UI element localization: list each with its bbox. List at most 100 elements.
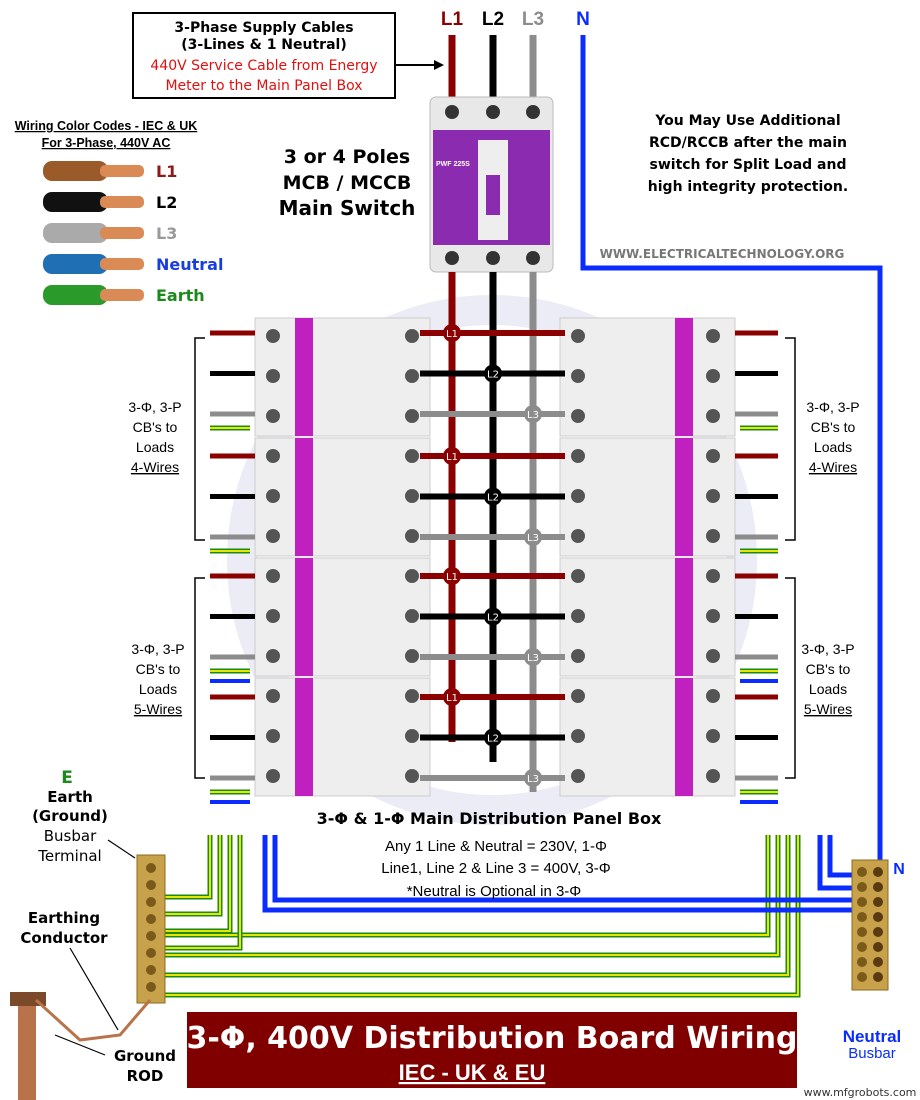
breaker-screw [706,489,720,503]
breaker-module [254,557,431,677]
wire-copper-icon [100,165,144,177]
busbar-screw [146,897,156,907]
banner-subtitle: IEC - UK & EU [399,1060,546,1085]
breaker-screw [405,689,419,703]
busbar-node [484,728,502,747]
earth-wire-stripe [165,835,769,936]
title-banner [187,1012,797,1088]
earthing-conductor-line2: Conductor [20,929,108,947]
earth-wire-stripe [165,835,799,996]
group-bracket [194,577,205,779]
earth-wire-stripe [165,835,789,976]
main-switch-line1: 3 or 4 Poles [284,146,410,168]
svg-text:3-Φ, 3-P: 3-Φ, 3-P [128,399,181,415]
busbar-screw [857,927,867,937]
supply-box [132,12,396,99]
breaker-toggle-strip [295,558,313,676]
breaker-screw [571,689,585,703]
breaker-screw [706,329,720,343]
banner-title: 3-Φ, 400V Distribution Board Wiring [186,1021,797,1056]
wire-sheath-icon [43,285,108,305]
wire-sheath-icon [43,192,108,212]
legend-label-neutral: Neutral [156,255,223,274]
breaker-screw [266,369,280,383]
busbar-screw [146,965,156,975]
busbar-screw [857,972,867,982]
website-label: WWW.ELECTRICALTECHNOLOGY.ORG [600,247,845,261]
ground-rod-line1: Ground [114,1047,176,1065]
busbar-node [484,364,502,383]
busbar-screw [873,957,883,967]
breaker-screw [266,769,280,783]
main-switch-line2: MCB / MCCB [283,172,412,194]
busbar-label: L3 [527,533,539,544]
breaker-toggle-strip [675,438,693,556]
panel-note3: *Neutral is Optional in 3-Φ [407,883,582,900]
panel-note2: Line1, Line 2 & Line 3 = 400V, 3-Φ [381,860,611,877]
breaker-screw [266,649,280,663]
terminal-screw [486,251,500,265]
breaker-screw [266,569,280,583]
neutral-bus-line2: Busbar [848,1045,896,1062]
label-n: N [576,9,590,30]
earth-wire-stripe [165,835,779,956]
busbar-node [524,528,542,546]
breaker-module [559,317,736,437]
busbar-node [524,405,542,423]
breaker-module [559,437,736,557]
breaker-screw [266,529,280,543]
neutral-busbar [851,859,889,991]
rcd-note-line3: switch for Split Load and [650,157,847,173]
legend-label-l2: L2 [156,193,177,212]
conductor-pointer [69,947,119,1031]
breaker-screw [571,329,585,343]
main-switch-line3: Main Switch [279,196,416,220]
wire-copper-icon [100,227,144,239]
busbar-node [524,648,542,666]
breaker-screw [571,409,585,423]
label-l3: L3 [522,9,544,30]
breaker-screw [405,329,419,343]
breaker-screw [571,489,585,503]
breaker-screw [571,449,585,463]
panel-title: 3-Φ & 1-Φ Main Distribution Panel Box [317,809,662,828]
group-bracket [785,577,796,779]
supply-line4: Meter to the Main Panel Box [165,78,362,94]
earth-line2: (Ground) [32,807,108,825]
breaker-screw [405,609,419,623]
breaker-screw [706,729,720,743]
legend-label-l1: L1 [156,162,177,181]
breaker-screw [266,329,280,343]
busbar-label: L3 [527,774,539,785]
rcd-note-line2: RCD/RCCB after the main [649,135,847,151]
svg-text:5-Wires: 5-Wires [804,701,852,717]
wire-copper-icon [100,289,144,301]
busbar-label: L1 [446,452,458,463]
busbar-screw [857,957,867,967]
breaker-screw [405,489,419,503]
earthing-conductor-line1: Earthing [28,909,100,927]
wire-copper-icon [100,196,144,208]
breaker-screw [405,769,419,783]
busbar-node [484,607,502,626]
main-switch-handle [486,175,500,215]
breaker-screw [571,609,585,623]
svg-text:Loads: Loads [136,439,174,455]
breaker-screw [706,529,720,543]
wire-sheath-icon [43,223,108,243]
ground-rod [18,1000,36,1100]
breaker-screw [571,369,585,383]
breaker-module [254,437,431,557]
left-5wire-label: 3-Φ, 3-P CB's to Loads 5-Wires [131,641,184,717]
breaker-screw [405,569,419,583]
breaker-screw [571,729,585,743]
breaker-module [559,557,736,677]
breaker-toggle-strip [295,678,313,796]
earth-wire-stripe [165,835,241,949]
busbar-label: L2 [487,370,499,381]
earth-wire-stripe [165,835,221,915]
breaker-toggle-strip [675,318,693,436]
breaker-toggle-strip [675,678,693,796]
earth-wire [165,835,801,998]
busbar-node [443,567,461,585]
